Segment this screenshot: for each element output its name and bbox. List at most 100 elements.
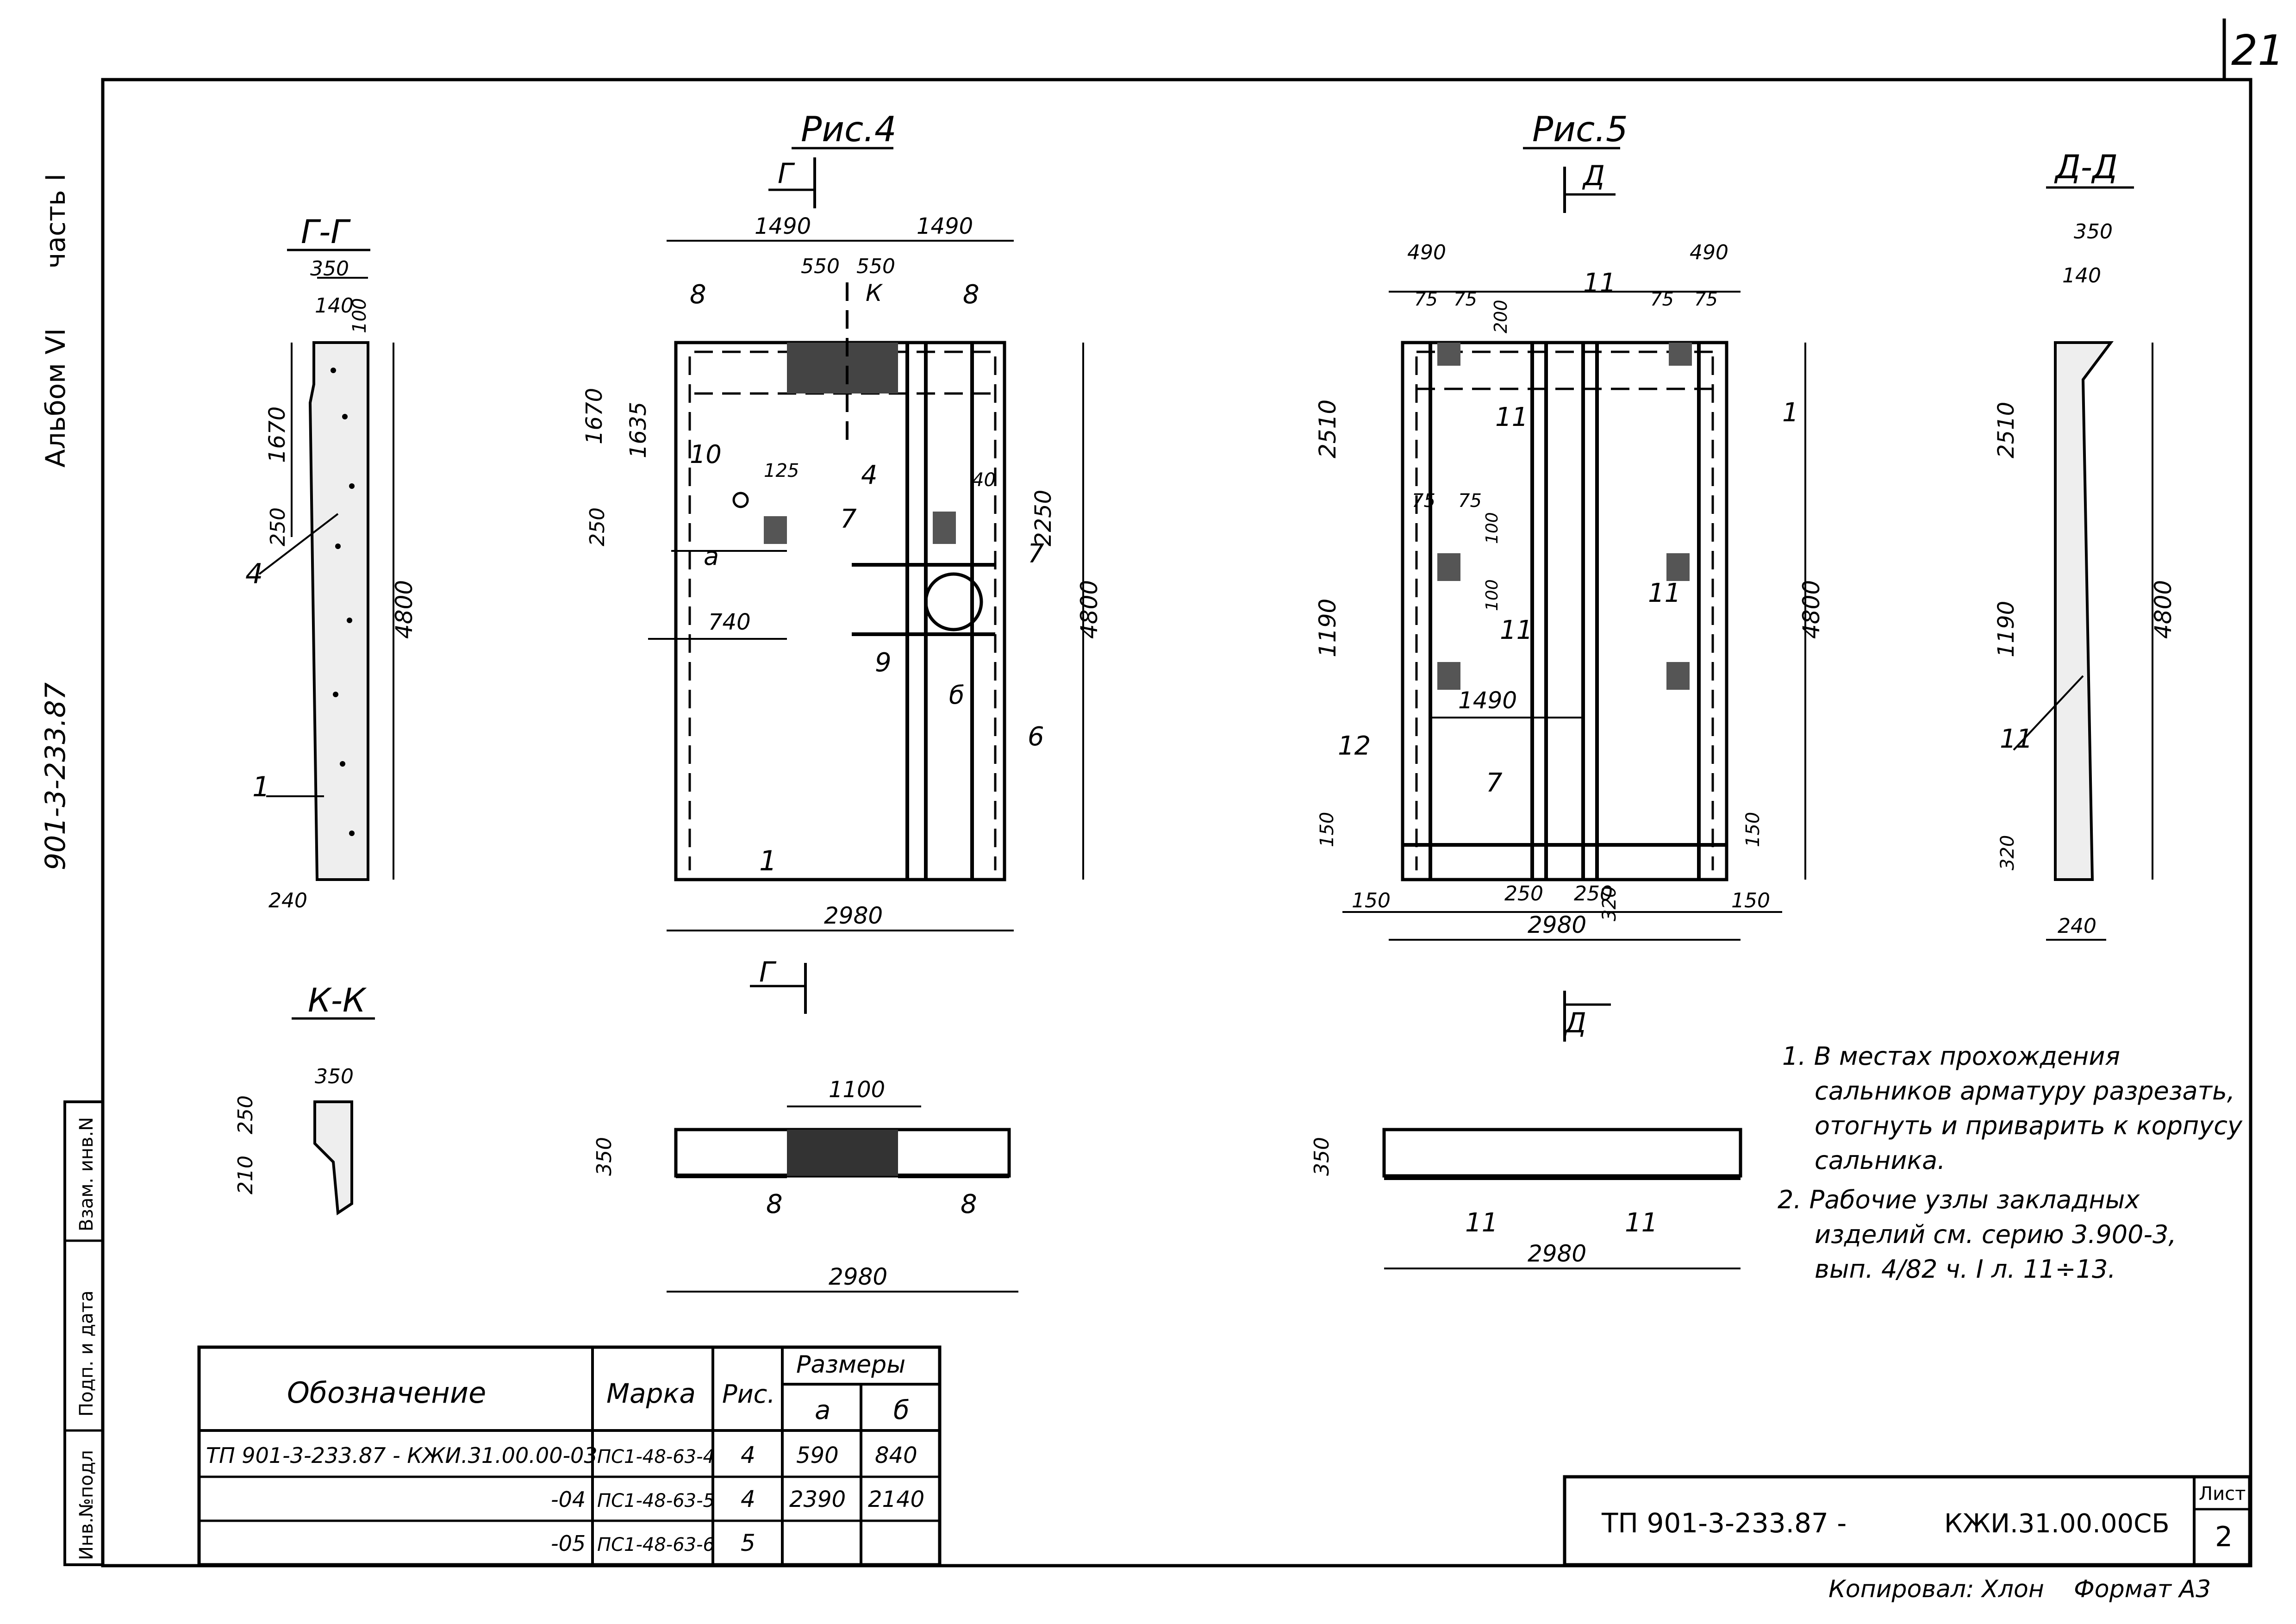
svg-text:1: 1 (252, 771, 270, 803)
svg-text:75: 75 (1412, 490, 1435, 512)
svg-text:11: 11 (1465, 1208, 1498, 1238)
svg-text:2980: 2980 (829, 1263, 887, 1290)
svg-text:сальника.: сальника. (1815, 1146, 1945, 1175)
svg-text:150: 150 (1742, 812, 1764, 847)
svg-text:320: 320 (1997, 835, 2018, 870)
svg-text:1670: 1670 (581, 388, 607, 444)
svg-text:а: а (704, 542, 719, 571)
svg-text:40: 40 (972, 469, 996, 491)
svg-text:8: 8 (690, 280, 706, 310)
footer-copied: Копировал: Хлон (1828, 1575, 2044, 1603)
svg-text:210: 210 (234, 1156, 257, 1194)
fig5-plan: 350 11 11 2980 (1310, 1128, 1742, 1269)
sheet-frame (101, 78, 2252, 1568)
svg-text:1: 1 (759, 845, 777, 877)
svg-text:7: 7 (840, 504, 857, 534)
svg-text:8: 8 (961, 1189, 977, 1219)
svg-text:250: 250 (1504, 882, 1543, 906)
left-stamp: Инв.№подл Подп. и дата Взам. инв.N (63, 1100, 104, 1566)
svg-text:4800: 4800 (1798, 580, 1825, 639)
fig5-title: Рис.5 (1532, 109, 1628, 150)
svg-text:10: 10 (690, 440, 722, 469)
svg-text:590: 590 (796, 1443, 839, 1468)
svg-text:250: 250 (266, 507, 290, 546)
svg-text:100: 100 (1483, 579, 1502, 611)
svg-text:75: 75 (1414, 289, 1438, 310)
title-block: ТП 901-3-233.87 - КЖИ.31.00.00СБ Лист 2 (1563, 1475, 2252, 1567)
svg-text:4800: 4800 (2150, 580, 2177, 639)
svg-text:240: 240 (268, 889, 307, 912)
svg-text:75: 75 (1454, 289, 1477, 310)
svg-text:ТП 901-3-233.87 - КЖИ.31.00.00: ТП 901-3-233.87 - КЖИ.31.00.00-03 (206, 1443, 598, 1468)
svg-text:1635: 1635 (625, 402, 651, 458)
svg-text:сальников арматуру разрезать,: сальников арматуру разрезать, (1815, 1076, 2235, 1106)
svg-text:Обозначение: Обозначение (287, 1376, 486, 1410)
svg-text:11: 11 (2000, 724, 2033, 754)
svg-text:2250: 2250 (1030, 490, 1056, 546)
footer-format: Формат А3 (2074, 1575, 2211, 1603)
svg-text:75: 75 (1694, 289, 1718, 310)
svg-text:2390: 2390 (789, 1487, 846, 1512)
svg-text:отогнуть и приварить к корпусу: отогнуть и приварить к корпусу (1815, 1111, 2243, 1140)
svg-text:100: 100 (1483, 512, 1502, 544)
svg-text:-04: -04 (551, 1487, 586, 1512)
svg-text:4800: 4800 (1076, 580, 1103, 639)
svg-text:Взам. инв.N: Взам. инв.N (76, 1117, 97, 1231)
page-number: 21 (2231, 26, 2284, 75)
section-dd-title: Д-Д (2054, 148, 2118, 186)
svg-text:Г: Г (759, 956, 777, 988)
svg-text:Г: Г (778, 157, 795, 190)
svg-text:Д: Д (1563, 1007, 1586, 1039)
svg-text:1. В местах прохождения: 1. В местах прохождения (1782, 1042, 2120, 1071)
svg-text:550: 550 (856, 255, 895, 278)
section-kk-title: К-К (308, 981, 367, 1019)
svg-text:320: 320 (1599, 886, 1620, 921)
svg-text:1100: 1100 (829, 1077, 885, 1103)
svg-text:11: 11 (1625, 1208, 1658, 1238)
svg-text:350: 350 (315, 1065, 354, 1088)
svg-text:11: 11 (1500, 615, 1533, 645)
svg-text:250: 250 (586, 507, 609, 546)
svg-text:а: а (815, 1395, 830, 1425)
svg-text:100: 100 (349, 298, 370, 333)
svg-text:изделий см. серию 3.900-3,: изделий см. серию 3.900-3, (1815, 1220, 2177, 1249)
svg-text:8: 8 (963, 280, 980, 310)
svg-text:2140: 2140 (868, 1487, 924, 1512)
svg-text:1: 1 (1782, 398, 1799, 428)
svg-text:490: 490 (1407, 241, 1446, 264)
svg-text:1490: 1490 (755, 213, 811, 239)
fig4: Рис.4 Г 1490 1490 550 550 К 1670 1635 25… (581, 109, 1103, 1014)
svg-text:11: 11 (1495, 402, 1528, 432)
svg-text:200: 200 (1491, 300, 1511, 333)
svg-text:б: б (893, 1395, 910, 1425)
svg-text:1670: 1670 (264, 406, 290, 463)
svg-text:Д: Д (1582, 160, 1605, 192)
svg-text:КЖИ.31.00.00СБ: КЖИ.31.00.00СБ (1944, 1509, 2170, 1539)
svg-text:11: 11 (1648, 578, 1681, 608)
svg-text:2510: 2510 (1314, 400, 1341, 458)
fig4-plan: 1100 350 8 8 2980 (593, 1077, 1018, 1293)
svg-text:2: 2 (2215, 1521, 2233, 1553)
fig5: Рис.5 Д 490 490 75 75 200 75 75 2510 119… (1314, 109, 1825, 1042)
svg-text:вып. 4/82 ч. I л. 11÷13.: вып. 4/82 ч. I л. 11÷13. (1815, 1255, 2116, 1284)
svg-text:Рис.: Рис. (722, 1380, 775, 1409)
svg-text:4800: 4800 (391, 580, 418, 639)
section-gg: Г-Г 350 140 100 1670 250 4800 4 1 240 (245, 213, 418, 912)
svg-text:Инв.№подл: Инв.№подл (76, 1450, 97, 1560)
svg-text:-05: -05 (551, 1531, 586, 1556)
svg-text:740: 740 (708, 609, 751, 635)
svg-text:490: 490 (1690, 241, 1728, 264)
svg-text:75: 75 (1650, 289, 1674, 310)
svg-text:Лист: Лист (2199, 1483, 2246, 1505)
svg-text:240: 240 (2058, 914, 2096, 938)
svg-text:ТП 901-3-233.87 -: ТП 901-3-233.87 - (1601, 1507, 1847, 1539)
svg-text:7: 7 (1028, 539, 1044, 569)
svg-text:9: 9 (875, 648, 892, 678)
svg-text:75: 75 (1458, 490, 1482, 512)
svg-text:125: 125 (764, 460, 799, 481)
side-album: Альбом VI (40, 328, 71, 468)
section-gg-title: Г-Г (301, 213, 351, 251)
svg-text:140: 140 (2062, 264, 2101, 287)
svg-text:250: 250 (1574, 882, 1613, 906)
